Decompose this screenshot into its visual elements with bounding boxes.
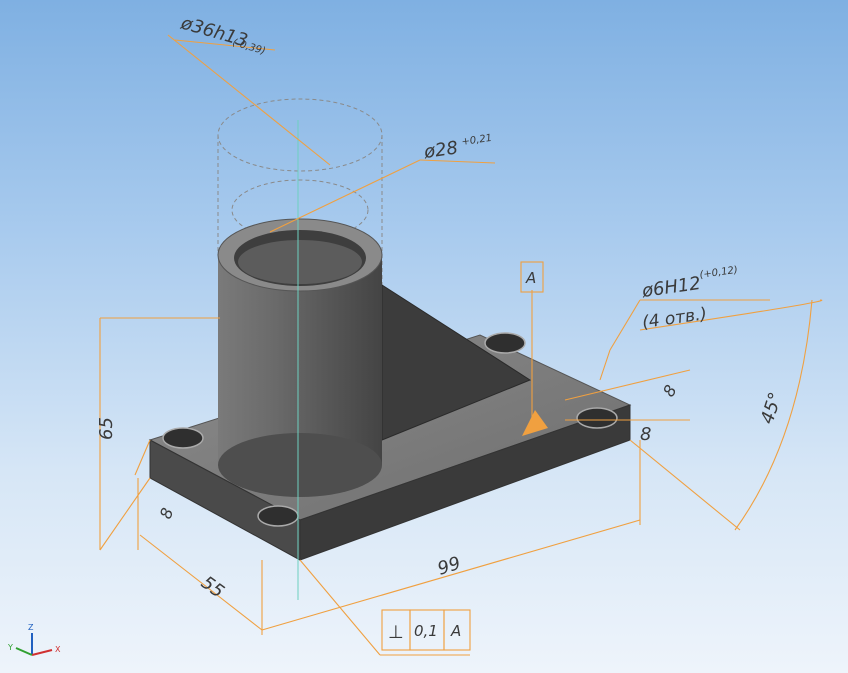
dim-length: 99 xyxy=(435,553,463,580)
tolerance-value: 0,1 xyxy=(414,622,438,640)
cylinder-boss[interactable] xyxy=(217,218,383,497)
dim-outer-diameter-tol: (-0,39) xyxy=(231,37,266,57)
dim-hole-offset-a: 8 xyxy=(659,382,681,400)
dim-height: 65 xyxy=(96,417,117,440)
dim-width: 55 xyxy=(197,572,228,602)
axis-triad: Z X Y xyxy=(7,623,61,656)
dim-hole: ø6H12 xyxy=(640,273,702,302)
axis-y-label: Y xyxy=(7,643,13,652)
dim-hole-tol: (+0,12) xyxy=(699,265,739,281)
hole xyxy=(484,332,526,354)
hole xyxy=(576,407,618,429)
tolerance-symbol: ⊥ xyxy=(388,622,404,643)
dim-thickness: 8 xyxy=(156,505,177,521)
hole xyxy=(257,505,299,527)
dim-inner-diameter-tol: +0,21 xyxy=(461,133,493,148)
tolerance-frame[interactable]: ⊥ 0,1 A xyxy=(381,609,471,651)
dim-hole-count: (4 отв.) xyxy=(641,304,708,333)
svg-text:A: A xyxy=(525,269,536,287)
axis-z-label: Z xyxy=(28,623,34,632)
tolerance-datum: A xyxy=(450,622,461,640)
dim-angle: 45° xyxy=(757,390,787,427)
axis-x-label: X xyxy=(55,645,61,654)
dimension-lines xyxy=(99,34,823,656)
hole xyxy=(162,427,204,449)
datum-label[interactable]: A xyxy=(520,261,544,293)
dim-hole-offset-b: 8 xyxy=(640,424,651,445)
datum-arrow xyxy=(522,410,548,436)
dim-inner-diameter: ø28 xyxy=(422,137,460,163)
